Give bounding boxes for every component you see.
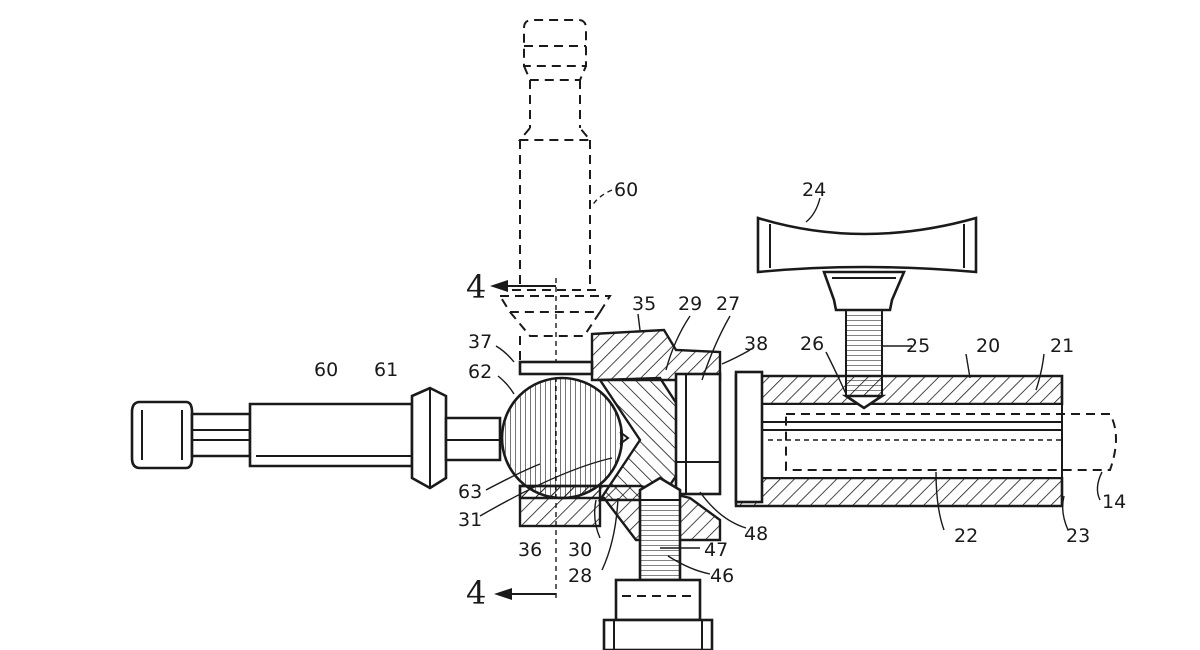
left-stud — [130, 386, 502, 490]
ball-joint — [500, 376, 630, 500]
label-20: 20 — [976, 335, 1000, 357]
label-28: 28 — [568, 565, 592, 587]
label-48: 48 — [744, 523, 768, 545]
label-26: 26 — [800, 333, 824, 355]
label-21: 21 — [1050, 335, 1074, 357]
leader-lines — [479, 189, 1103, 575]
label-46: 46 — [710, 565, 734, 587]
label-31: 31 — [458, 509, 482, 531]
upper-stud-dashed — [498, 19, 612, 362]
label-60-left: 60 — [314, 359, 338, 381]
label-60-top: 60 — [614, 179, 638, 201]
clamp-tube — [734, 370, 1117, 508]
label-30: 30 — [568, 539, 592, 561]
section-mark-top: 4 — [466, 268, 486, 306]
label-22: 22 — [954, 525, 978, 547]
label-24: 24 — [802, 179, 826, 201]
label-62: 62 — [468, 361, 492, 383]
label-35: 35 — [632, 293, 656, 315]
label-63: 63 — [458, 481, 482, 503]
label-37: 37 — [468, 331, 492, 353]
t-handle-knob — [756, 216, 978, 410]
lower-screw — [602, 476, 714, 650]
reference-numerals: 60 24 35 29 27 38 37 62 60 61 26 25 20 2… — [314, 179, 1126, 587]
section-line-4-4: 4 4 — [466, 268, 557, 612]
label-23: 23 — [1066, 525, 1090, 547]
label-36: 36 — [518, 539, 542, 561]
section-mark-bottom: 4 — [466, 574, 486, 612]
label-38: 38 — [744, 333, 768, 355]
label-25: 25 — [906, 335, 930, 357]
label-14: 14 — [1102, 491, 1126, 513]
label-27: 27 — [716, 293, 740, 315]
label-61: 61 — [374, 359, 398, 381]
label-47: 47 — [704, 539, 728, 561]
label-29: 29 — [678, 293, 702, 315]
